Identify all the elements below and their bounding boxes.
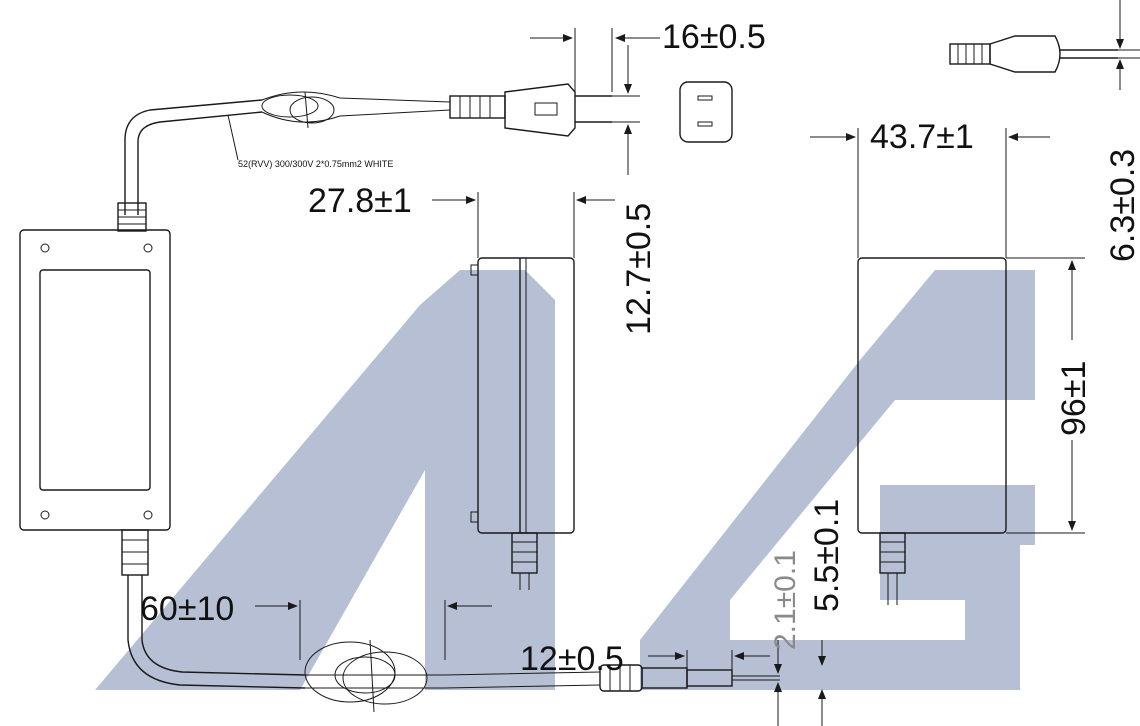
adapter-top-view — [19, 202, 171, 576]
ac-plug — [449, 83, 612, 137]
dim-plug-pin-spacing: 16±0.5 — [662, 18, 766, 56]
dimension-lines — [255, 28, 1085, 726]
dim-adapter-width: 43.7±1 — [870, 118, 974, 156]
plug-face — [679, 81, 733, 143]
adapter-end-view — [857, 257, 1007, 605]
dc-plug — [599, 664, 780, 692]
ac-cable — [124, 91, 451, 215]
watermark-logo — [95, 270, 1035, 690]
cable-spec-label: 52(RVV) 300/300V 2*0.75mm2 WHITE — [238, 159, 393, 169]
dc-cable — [127, 575, 601, 713]
dim-dc-outer-diameter: 5.5±0.1 — [808, 499, 846, 612]
dim-adapter-thickness: 27.8±1 — [308, 182, 412, 220]
dim-plug-pin-length: 12.7±0.5 — [620, 203, 658, 335]
dim-dc-cable-length: 60±10 — [140, 590, 234, 628]
dim-adapter-length: 96±1 — [1055, 361, 1093, 436]
plug-side-view — [949, 0, 1140, 90]
dim-dc-plug-length: 12±0.5 — [520, 640, 624, 678]
adapter-side-view — [470, 257, 575, 590]
dim-dc-inner-diameter: 2.1±0.1 — [769, 550, 802, 650]
dim-plug-thickness: 6.3±0.3 — [1104, 149, 1140, 262]
